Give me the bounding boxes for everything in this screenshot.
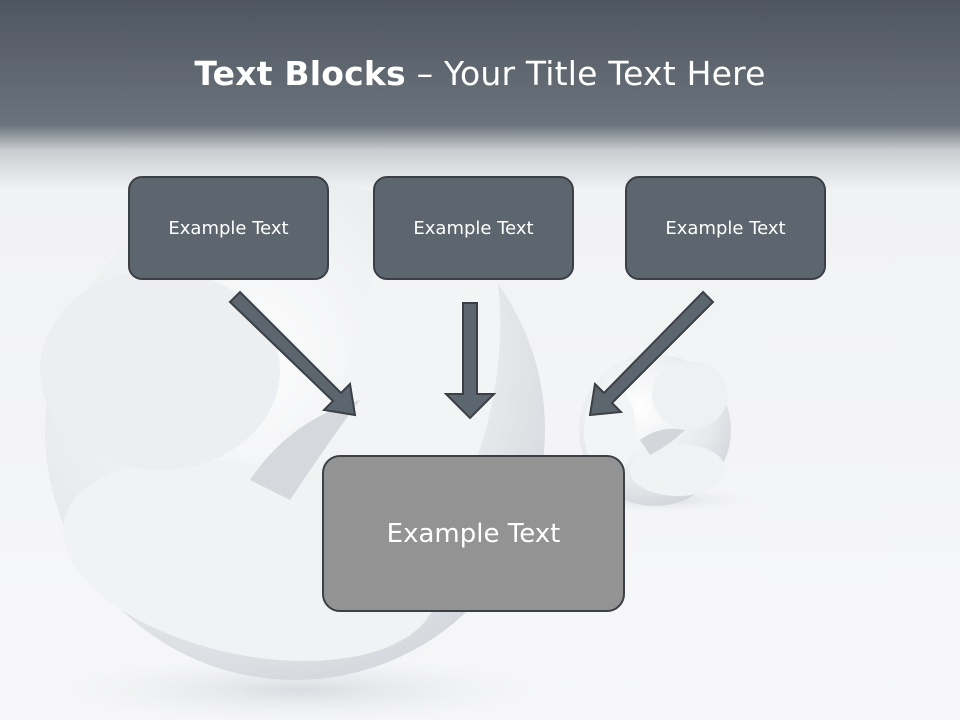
text-block-center-label: Example Text xyxy=(413,217,534,239)
arrow-right-icon xyxy=(588,290,715,417)
arrow-left-icon xyxy=(228,290,357,417)
title-separator: – xyxy=(405,54,444,93)
text-block-center[interactable]: Example Text xyxy=(373,176,574,280)
text-block-left[interactable]: Example Text xyxy=(128,176,329,280)
slide-title: Text Blocks – Your Title Text Here xyxy=(0,54,960,93)
title-bold: Text Blocks xyxy=(194,54,406,93)
text-block-right[interactable]: Example Text xyxy=(625,176,826,280)
text-block-left-label: Example Text xyxy=(168,217,289,239)
text-block-bottom[interactable]: Example Text xyxy=(322,455,625,612)
text-block-bottom-label: Example Text xyxy=(386,518,561,549)
title-rest: Your Title Text Here xyxy=(443,54,766,93)
text-block-right-label: Example Text xyxy=(665,217,786,239)
arrow-center-icon xyxy=(443,302,497,420)
